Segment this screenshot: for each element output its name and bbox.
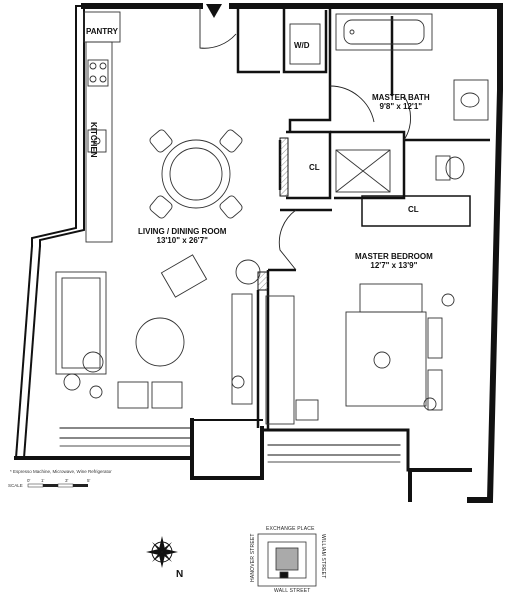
bedroom-furniture	[265, 283, 455, 425]
master-bath-dims: 9'8" x 12'1"	[379, 102, 423, 111]
key-plan	[257, 533, 317, 587]
street-hanover: HANOVER STREET	[250, 533, 256, 582]
master-bath-name: MASTER BATH	[372, 93, 430, 102]
scale-tick-5: 5'	[87, 478, 91, 483]
room-label-pantry: PANTRY	[86, 27, 118, 36]
scale-tick-0: 0'	[27, 478, 31, 483]
scale-tick-1: 1'	[41, 478, 45, 483]
column	[279, 137, 289, 197]
street-exchange-place: EXCHANGE PLACE	[266, 526, 315, 532]
dining-table	[149, 129, 243, 219]
compass-rose-icon	[146, 536, 178, 568]
entry-arrow-icon	[206, 4, 222, 18]
room-label-cl-bedroom: CL	[408, 205, 419, 214]
north-label: N	[176, 569, 184, 580]
scale-tick-3: 3'	[65, 478, 69, 483]
interior-walls	[236, 6, 490, 430]
master-bedroom-dims: 12'7" x 13'9"	[370, 261, 418, 270]
room-label-wd: W/D	[294, 41, 310, 50]
bath-fixtures	[335, 13, 489, 193]
room-label-kitchen: KITCHEN	[89, 122, 98, 158]
washer-dryer	[289, 23, 321, 65]
room-label-master-bedroom: MASTER BEDROOM 12'7" x 13'9"	[355, 252, 433, 270]
scale-bar	[27, 483, 88, 488]
doors	[199, 6, 411, 271]
column	[257, 271, 269, 291]
street-wall: WALL STREET	[274, 588, 311, 594]
street-william: WILLIAM STREET	[320, 534, 326, 579]
living-furniture	[55, 254, 261, 409]
room-label-master-bath: MASTER BATH 9'8" x 12'1"	[372, 93, 430, 111]
master-bedroom-name: MASTER BEDROOM	[355, 252, 433, 261]
appliance-footnote: * Espresso Machine, Microwave, Wine Refr…	[10, 469, 112, 474]
exterior-walls	[14, 3, 503, 503]
scale-label: SCALE	[8, 483, 23, 488]
room-label-living-dining: LIVING / DINING ROOM 13'10" x 26'7"	[138, 227, 226, 245]
living-dining-name: LIVING / DINING ROOM	[138, 227, 227, 236]
living-dining-dims: 13'10" x 26'7"	[156, 236, 208, 245]
kitchen-counter	[83, 11, 121, 243]
room-label-cl-bath: CL	[309, 163, 320, 172]
